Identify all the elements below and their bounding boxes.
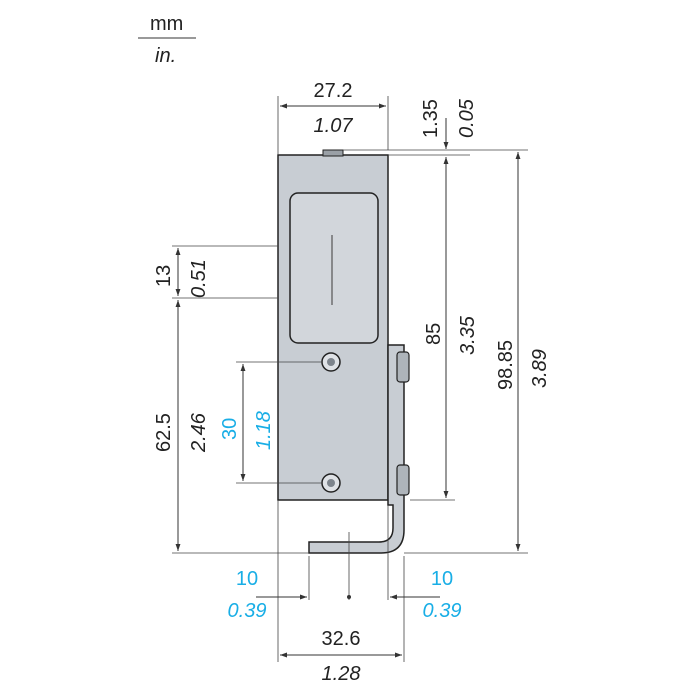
- dim-hole-pitch-in: 1.18: [253, 411, 275, 450]
- unit-mm: mm: [150, 13, 183, 35]
- dim-base-mm: 32.6: [322, 628, 361, 650]
- dim-right-offset-in: 0.39: [423, 600, 462, 622]
- dim-lower-in: 2.46: [188, 412, 210, 453]
- dim-tab-mm: 1.35: [420, 99, 442, 138]
- dim-overall-in: 3.89: [529, 349, 551, 388]
- dim-right-offset-mm: 10: [431, 568, 453, 590]
- unit-in: in.: [155, 45, 176, 67]
- dim-left-offset-in: 0.39: [228, 600, 267, 622]
- dim-width-top-in: 1.07: [314, 115, 354, 137]
- dim-window-in: 0.51: [188, 259, 210, 298]
- dim-lower-mm: 62.5: [153, 413, 175, 452]
- mounting-bracket: [308, 344, 410, 554]
- lens-window: [289, 192, 379, 344]
- dim-hole-pitch-mm: 30: [219, 418, 241, 440]
- bracket-screw-top: [396, 351, 410, 383]
- dim-base-in: 1.28: [322, 663, 361, 685]
- sensor-body: [277, 149, 389, 501]
- dim-body-mm: 85: [423, 323, 445, 345]
- bracket-screw-bottom: [396, 464, 410, 496]
- dim-left-offset-mm: 10: [236, 568, 258, 590]
- dim-tab-in: 0.05: [456, 98, 478, 138]
- dim-window-mm: 13: [153, 265, 175, 287]
- dim-body-in: 3.35: [457, 315, 479, 355]
- dim-overall-mm: 98.85: [495, 340, 517, 390]
- dim-width-top-mm: 27.2: [314, 80, 353, 102]
